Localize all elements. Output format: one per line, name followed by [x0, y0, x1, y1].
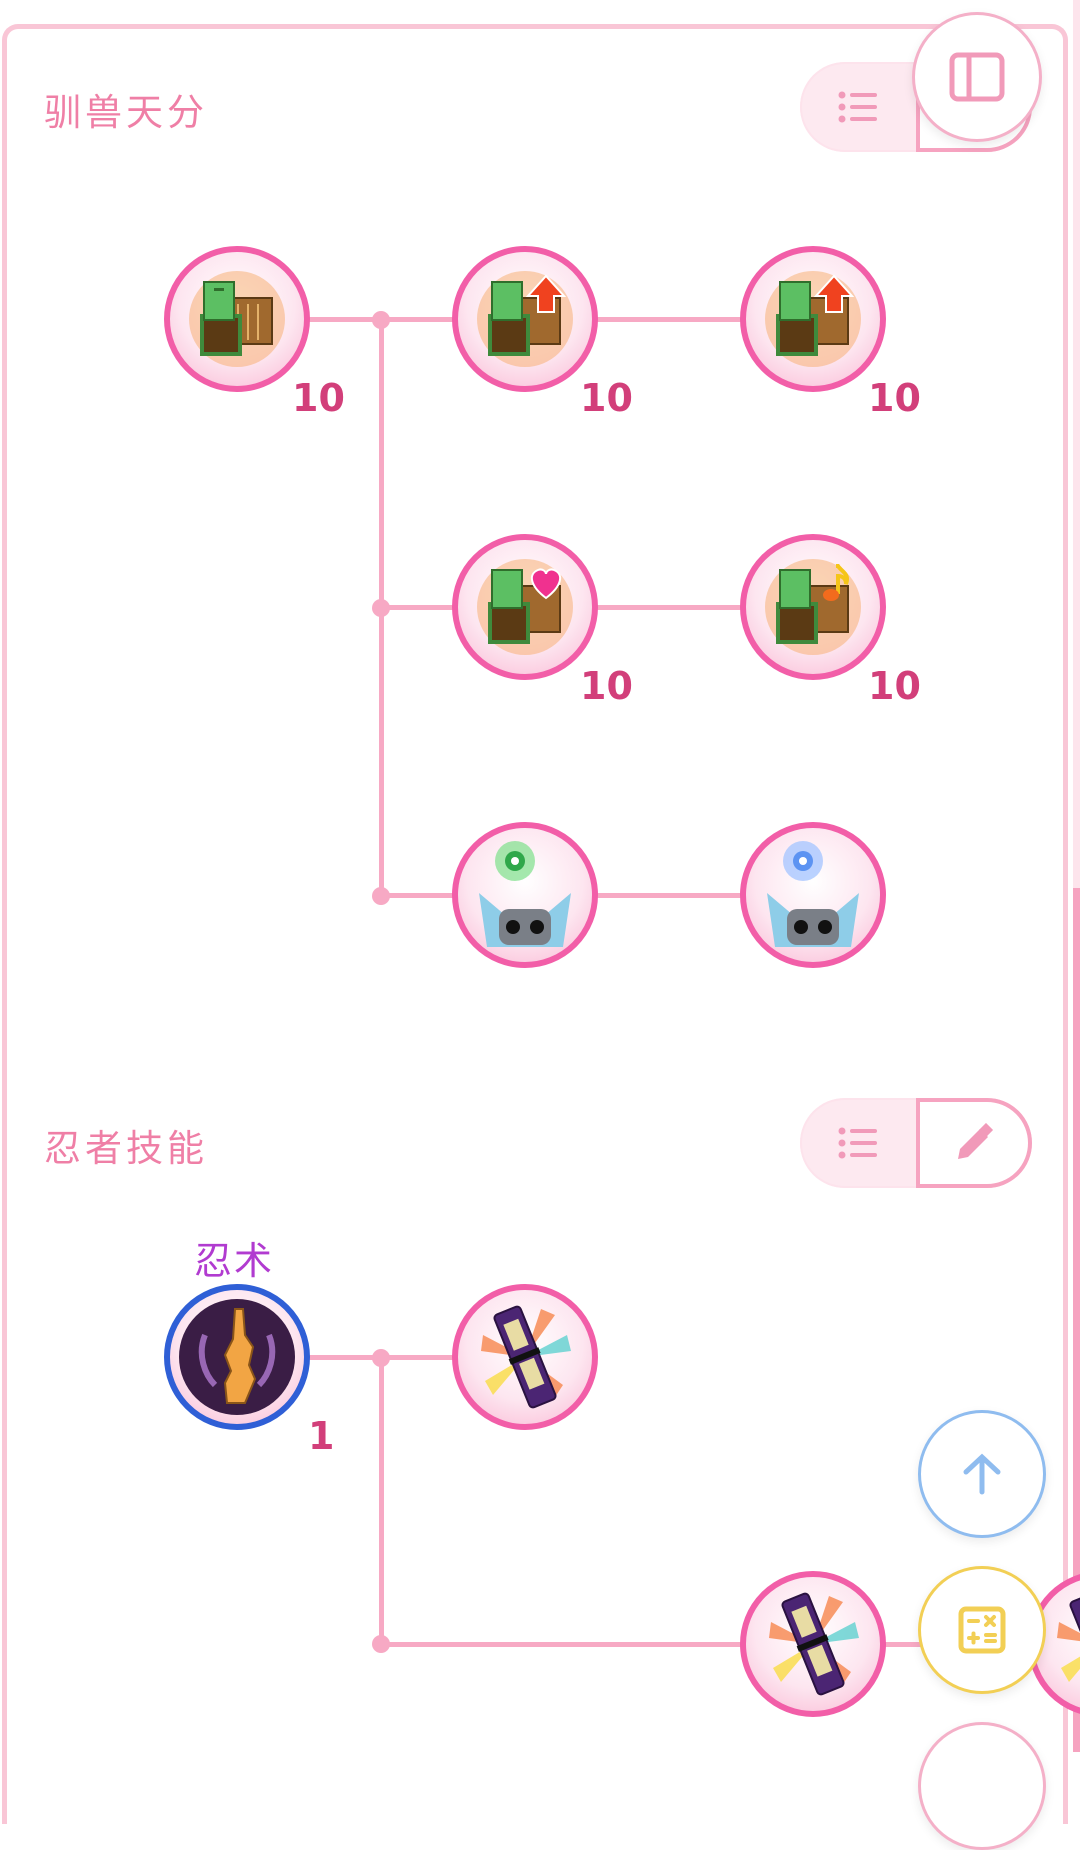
pet-spirit-green-orb-icon [479, 841, 571, 947]
pet-box-music-note-icon [765, 559, 861, 655]
pet-box-icon [189, 271, 285, 367]
tree-junction [372, 887, 390, 905]
list-view-button[interactable] [800, 62, 916, 152]
calculator-icon [958, 1606, 1006, 1654]
scrollbar-track[interactable] [1073, 0, 1080, 1752]
skill-node-scroll-2[interactable] [740, 1571, 886, 1717]
tree-connector [596, 317, 744, 322]
skill-level: 10 [868, 376, 921, 420]
skill-node-pet-box-heart[interactable] [452, 534, 598, 680]
pet-spirit-blue-orb-icon [767, 841, 859, 947]
tree-connector [381, 605, 468, 610]
tree-connector [596, 605, 744, 610]
tree-connector [379, 1358, 384, 1644]
skill-node-pet-box-up-2[interactable] [740, 246, 886, 392]
section-title-ninja-skills: 忍者技能 [44, 1127, 208, 1170]
skill-level: 10 [580, 376, 633, 420]
skill-node-pet-box-up[interactable] [452, 246, 598, 392]
list-icon [838, 1127, 877, 1159]
more-actions-button[interactable] [918, 1722, 1046, 1850]
tree-connector [381, 1642, 744, 1647]
view-toggle-ninja [800, 1098, 1032, 1188]
scroll-to-top-button[interactable] [918, 1410, 1046, 1538]
purple-scroll-icon [1057, 1592, 1080, 1696]
skill-node-scroll[interactable] [452, 1284, 598, 1430]
skill-level: 1 [308, 1414, 335, 1458]
skill-node-pet-spirit-blue[interactable] [740, 822, 886, 968]
skill-node-pet-box-music[interactable] [740, 534, 886, 680]
tree-junction [372, 599, 390, 617]
skill-node-label: 忍术 [194, 1239, 275, 1283]
skill-level: 10 [292, 376, 345, 420]
list-view-button[interactable] [800, 1098, 916, 1188]
tree-junction [372, 1349, 390, 1367]
tree-connector [381, 893, 468, 898]
tree-connector [884, 1642, 924, 1647]
sidebar-toggle-button[interactable] [912, 12, 1042, 142]
tree-junction [372, 1635, 390, 1653]
skill-level: 10 [580, 664, 633, 708]
pencil-icon [958, 1123, 994, 1159]
purple-scroll-icon [481, 1305, 571, 1409]
tree-connector [596, 893, 744, 898]
pet-box-up-arrow-icon [477, 271, 573, 367]
purple-scroll-icon [769, 1592, 859, 1696]
edit-view-button[interactable] [916, 1098, 1032, 1188]
pet-box-heart-icon [477, 559, 573, 655]
skill-level: 10 [868, 664, 921, 708]
skill-node-ninjutsu[interactable] [164, 1284, 310, 1430]
section-title-taming: 驯兽天分 [44, 91, 208, 134]
scrollbar-thumb[interactable] [1073, 888, 1080, 1752]
ninjutsu-hand-sign-icon [179, 1299, 295, 1415]
skill-node-pet-spirit-green[interactable] [452, 822, 598, 968]
skill-node-pet-box[interactable] [164, 246, 310, 392]
pet-box-up-arrow-icon [765, 271, 861, 367]
sidebar-panel-icon [949, 52, 1005, 102]
list-icon [838, 91, 877, 123]
tree-junction [372, 311, 390, 329]
arrow-up-icon [963, 1453, 1001, 1495]
calculator-button[interactable] [918, 1566, 1046, 1694]
